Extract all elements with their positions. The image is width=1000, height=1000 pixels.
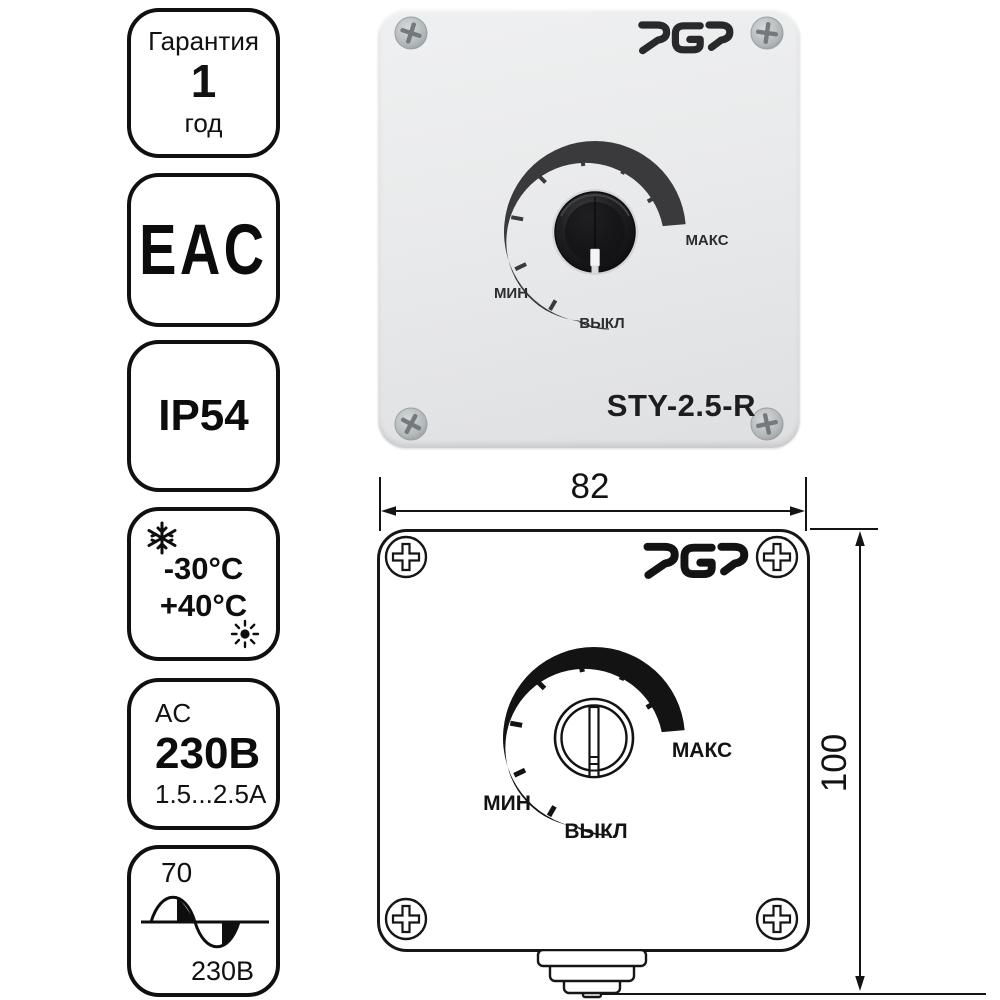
- speed-dial-drawing: [502, 647, 685, 836]
- dial-max-label: МАКС: [685, 232, 729, 249]
- warranty-value: 1: [190, 55, 217, 108]
- warranty-unit: год: [184, 108, 223, 139]
- screw-icon: [394, 407, 428, 441]
- dial-min-label-drawing: МИН: [483, 792, 531, 815]
- screw-drawing-icon: [384, 535, 428, 579]
- screw-drawing-icon: [384, 897, 428, 941]
- eac-mark: EAC: [139, 210, 268, 290]
- badge-eac: EAC: [127, 173, 280, 327]
- badge-temperature: -30°C +40°C: [127, 507, 280, 661]
- temp-min: -30°C: [163, 551, 244, 587]
- waveform-min-voltage: 70: [161, 857, 193, 888]
- badge-power: AC 230В 1.5...2.5А: [127, 678, 280, 830]
- screw-drawing-icon: [755, 535, 799, 579]
- badge-ip54: IP54: [127, 340, 280, 492]
- dial-max-label-drawing: МАКС: [671, 739, 733, 762]
- cable-gland-drawing: [536, 950, 648, 999]
- snowflake-icon: [147, 521, 177, 555]
- scale-ticks-drawing: [509, 659, 659, 818]
- power-voltage: 230В: [155, 728, 261, 778]
- badge-warranty: Гарантия 1 год: [127, 8, 280, 158]
- dial-min-label: МИН: [493, 285, 529, 302]
- badge-waveform: 70 230В: [127, 845, 280, 997]
- model-number: STY-2.5-R: [606, 388, 756, 423]
- rgp-logo-drawing: [643, 542, 749, 579]
- knob[interactable]: [552, 189, 638, 275]
- screw-icon: [750, 407, 784, 441]
- scale-ticks: [510, 153, 660, 311]
- power-current: 1.5...2.5А: [155, 779, 267, 810]
- warranty-title: Гарантия: [148, 25, 259, 56]
- phase-cut-sine-icon: [141, 895, 269, 949]
- knob-drawing: [553, 697, 635, 779]
- width-dimension: 82: [570, 467, 610, 506]
- rgp-logo: [638, 21, 734, 55]
- waveform-voltage: 230В: [190, 956, 254, 986]
- dial-off-label: ВЫКЛ: [579, 315, 625, 332]
- speed-dial-photo: [503, 141, 686, 330]
- sun-icon: [230, 619, 260, 649]
- screw-drawing-icon: [755, 897, 799, 941]
- temp-max: +40°C: [159, 588, 248, 623]
- dial-off-label-drawing: ВЫКЛ: [564, 820, 628, 843]
- power-type: AC: [155, 697, 192, 728]
- ip-rating: IP54: [158, 391, 249, 440]
- screw-icon: [750, 16, 784, 50]
- height-dimension: 100: [815, 733, 854, 793]
- screw-icon: [394, 16, 428, 50]
